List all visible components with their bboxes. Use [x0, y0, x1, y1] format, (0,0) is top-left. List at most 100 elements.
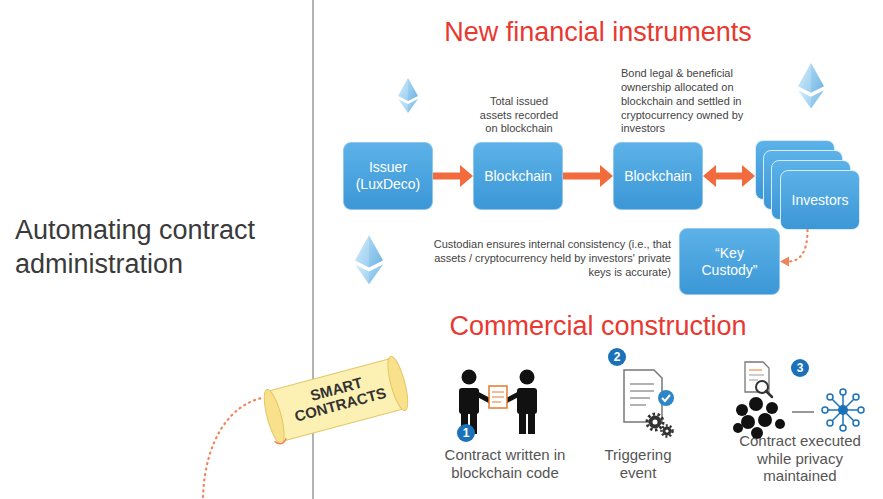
network-node	[840, 389, 846, 395]
box-label: Blockchain	[478, 168, 558, 185]
arrow-head	[600, 165, 613, 187]
magnifier-handle	[766, 391, 772, 397]
connector-line	[788, 230, 808, 262]
process-box: “Key Custody”Custodian ensures internal …	[679, 228, 780, 295]
document-line	[492, 402, 501, 403]
network-node	[827, 420, 833, 426]
scroll-sheet	[267, 358, 404, 441]
callout-number: 2	[608, 348, 626, 366]
ether-facet	[798, 90, 811, 108]
document-line	[492, 397, 504, 398]
arrow-head	[460, 165, 473, 187]
check-badge	[658, 390, 674, 406]
crowd-head	[775, 419, 785, 429]
document-line	[630, 390, 654, 392]
document-line	[749, 380, 758, 381]
arrow-head	[703, 165, 716, 187]
ether-facet	[355, 235, 369, 267]
check-mark	[662, 395, 670, 401]
ether-symbol	[355, 235, 383, 284]
process-box: Total issued assets recorded on blockcha…	[473, 142, 563, 210]
scroll-roll	[384, 355, 412, 413]
leader-line	[203, 398, 262, 497]
scroll-roll	[260, 388, 288, 446]
crowd-head	[758, 413, 772, 427]
gear-hole	[653, 420, 658, 425]
connector-line	[433, 173, 461, 180]
ether-symbol	[798, 63, 824, 109]
section-heading: New financial instruments	[398, 17, 798, 48]
ether-facet	[408, 78, 418, 101]
connector-line	[563, 173, 601, 180]
network-symbol	[825, 392, 861, 428]
document-line	[630, 397, 650, 399]
gear-symbol	[663, 427, 672, 436]
step-caption: Contract executed while privacy maintain…	[725, 432, 875, 485]
scroll-symbol	[260, 355, 412, 446]
document-symbol	[745, 362, 769, 392]
person-leg	[528, 412, 535, 434]
crowd-head	[733, 423, 743, 433]
flow-arrow	[563, 165, 613, 187]
gear-teeth	[647, 414, 663, 430]
dash-line	[792, 411, 814, 413]
section-heading: Commercial construction	[398, 311, 798, 342]
box-label: “Key Custody”	[680, 245, 779, 279]
network-node	[827, 394, 833, 400]
ether-facet	[811, 90, 824, 108]
ether-facet	[369, 265, 383, 285]
ether-facet	[369, 235, 383, 267]
box-label: Blockchain	[618, 168, 698, 185]
arrow-head	[780, 257, 789, 267]
box-note: Bond legal & beneficial ownership alloca…	[621, 67, 761, 136]
callout-number: 3	[791, 359, 809, 377]
gear-symbol	[649, 416, 662, 429]
crowd-head	[741, 415, 755, 429]
ether-facet	[398, 99, 408, 113]
crowd-head	[766, 402, 778, 414]
process-box: Bond legal & beneficial ownership alloca…	[613, 142, 703, 210]
ether-facet	[811, 63, 824, 93]
step-caption: Triggering event	[596, 446, 680, 481]
network-hub	[838, 405, 848, 415]
document-line	[749, 370, 762, 371]
person-leg	[519, 412, 526, 434]
crowd-head	[749, 397, 763, 411]
ether-facet	[355, 265, 369, 285]
ether-facet	[798, 63, 811, 93]
process-box: Issuer (LuxDeco)	[343, 142, 433, 210]
stacked-box: Investors	[755, 140, 860, 230]
ether-facet	[398, 78, 408, 101]
callout-number: 1	[457, 424, 475, 442]
person-head	[462, 370, 477, 385]
document-symbol	[489, 386, 507, 408]
gear-teeth	[662, 426, 673, 437]
flow-arrow	[433, 165, 473, 187]
slide-title: Automating contract administration	[15, 214, 307, 282]
box-note: Custodian ensures internal consistency (…	[419, 238, 671, 279]
ether-symbol	[398, 78, 418, 113]
person-head	[520, 370, 535, 385]
scroll-curl	[275, 438, 288, 445]
network-node	[822, 407, 828, 413]
network-nodes	[822, 389, 864, 431]
arrow-head	[742, 165, 755, 187]
network-node	[858, 407, 864, 413]
box-label: Investors	[786, 192, 855, 209]
gear-hole	[665, 429, 668, 432]
network-node	[853, 420, 859, 426]
step-caption: Contract written in blockchain code	[435, 446, 575, 481]
connector-line	[715, 173, 743, 180]
flow-arrow	[703, 165, 755, 187]
dotted-connector	[780, 230, 808, 267]
document-line	[630, 383, 654, 385]
handshake-icon	[459, 370, 537, 435]
network-node	[840, 425, 846, 431]
document-line	[630, 404, 646, 406]
trigger-icon	[624, 370, 674, 437]
ether-facet	[408, 99, 418, 113]
document-line	[492, 392, 504, 393]
document-line	[749, 375, 764, 376]
network-node	[853, 394, 859, 400]
